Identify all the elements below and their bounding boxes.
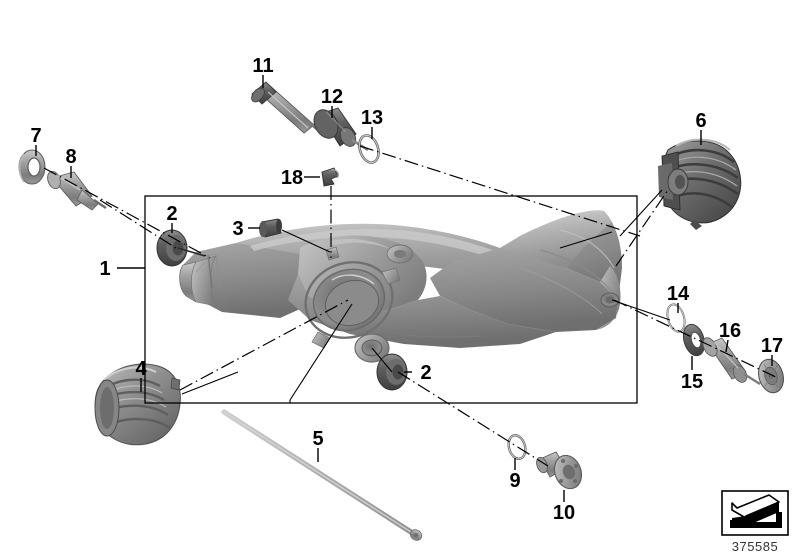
group-box-1	[144, 195, 638, 404]
callout-label-2a: 2	[166, 203, 177, 225]
callout-label-10: 10	[553, 502, 575, 524]
o-ring-lower	[507, 434, 527, 460]
callout-label-6: 6	[695, 110, 706, 132]
callout-3[interactable]: 3	[232, 218, 243, 240]
axis-lower-plug	[397, 371, 549, 467]
callout-label-8: 8	[65, 146, 76, 168]
axis-left-pivot	[43, 167, 211, 259]
swing-arm-casting	[179, 210, 622, 363]
callout-12[interactable]: 12	[321, 86, 343, 108]
tick-16	[725, 339, 729, 353]
callout-label-9: 9	[509, 470, 520, 492]
callout-4[interactable]: 4	[135, 358, 147, 380]
callout-label-7: 7	[30, 125, 41, 147]
sleeve-right	[702, 337, 761, 386]
o-ring-pivot	[358, 134, 380, 164]
callout-label-15: 15	[681, 371, 703, 393]
callout-7[interactable]: 7	[30, 125, 41, 147]
callout-label-16: 16	[719, 320, 741, 342]
retaining-clip	[321, 167, 339, 187]
pointer-lower-bearing	[371, 347, 393, 373]
callout-label-2b: 2	[420, 362, 431, 384]
callout-15[interactable]: 15	[681, 371, 703, 393]
callout-14[interactable]: 14	[667, 283, 690, 305]
main-bearing-bore	[304, 261, 401, 349]
pointer-boot-right-body	[619, 189, 663, 237]
callout-9[interactable]: 9	[509, 470, 520, 492]
washer-right	[682, 323, 706, 357]
direction-arrow-icon	[730, 494, 782, 528]
cable-tie	[221, 409, 423, 541]
callout-11[interactable]: 11	[252, 55, 273, 77]
callout-label-3: 3	[232, 218, 243, 240]
axis-boot-right	[615, 189, 669, 267]
axis-left-pivot-2	[99, 199, 177, 249]
callout-label-17: 17	[761, 335, 783, 357]
callout-5[interactable]: 5	[312, 428, 323, 450]
collar-washer	[18, 149, 46, 185]
callout-13[interactable]: 13	[361, 107, 383, 129]
callout-18[interactable]: 18	[281, 167, 303, 189]
callout-label-1: 1	[99, 258, 110, 280]
pointer-big-bore	[289, 303, 353, 401]
pointer-body-right	[559, 231, 613, 249]
pivot-bolt	[251, 81, 328, 138]
rubber-stop-buffer	[259, 218, 282, 238]
callout-2a[interactable]: 2	[166, 203, 177, 225]
axis-right-stack	[613, 299, 779, 379]
diagram-id-number: 375585	[732, 539, 778, 554]
end-cap-right	[757, 358, 785, 394]
callout-6[interactable]: 6	[695, 110, 706, 132]
callout-label-12: 12	[321, 86, 343, 108]
callout-label-18: 18	[281, 167, 303, 189]
bellows-boot-right	[658, 138, 742, 230]
callout-1[interactable]: 1	[99, 258, 110, 280]
axis-pivot-upper	[359, 145, 641, 237]
callout-label-13: 13	[361, 107, 383, 129]
stepped-bush	[47, 170, 107, 211]
pointer-boot-left-body	[181, 371, 239, 395]
callout-17[interactable]: 17	[761, 335, 783, 357]
callout-16[interactable]: 16	[719, 320, 741, 342]
callout-label-11: 11	[252, 55, 273, 77]
callout-8[interactable]: 8	[65, 146, 76, 168]
callout-label-14: 14	[667, 283, 690, 305]
pointer-right-end	[611, 299, 671, 321]
bellows-boot-left	[94, 363, 181, 446]
pointer-3	[281, 229, 331, 253]
flanged-plug	[536, 451, 583, 490]
axis-boot-left	[179, 299, 349, 391]
callout-10[interactable]: 10	[553, 502, 575, 524]
callout-2b[interactable]: 2	[420, 362, 431, 384]
callout-label-4: 4	[135, 358, 147, 380]
callout-label-5: 5	[312, 428, 323, 450]
